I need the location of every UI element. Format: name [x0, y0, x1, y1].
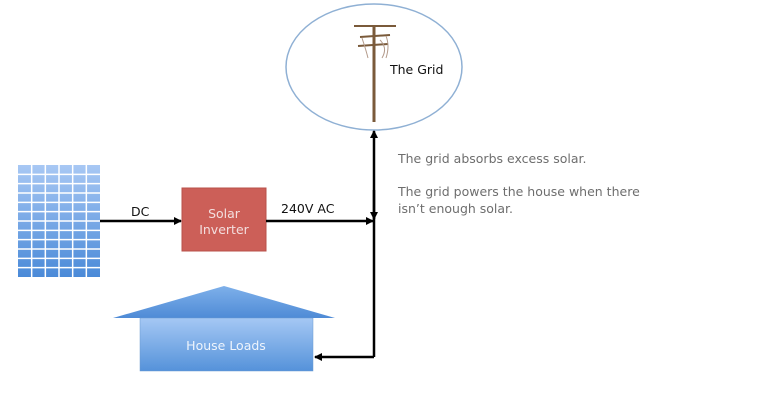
note-powers-2: isn’t enough solar.: [398, 201, 514, 216]
ac-label: 240V AC: [281, 201, 335, 216]
solar-panel-icon: [18, 165, 100, 277]
house-shape: [113, 286, 335, 372]
grid-label: The Grid: [389, 62, 443, 77]
inverter-label-2: Inverter: [199, 222, 249, 237]
solar-inverter-box: [181, 187, 267, 252]
note-powers-1: The grid powers the house when there: [398, 184, 640, 199]
dc-label: DC: [131, 204, 150, 219]
house-label: House Loads: [186, 338, 266, 353]
utility-pole-icon: [354, 25, 396, 122]
note-absorbs: The grid absorbs excess solar.: [398, 151, 587, 166]
inverter-label-1: Solar: [208, 206, 241, 221]
